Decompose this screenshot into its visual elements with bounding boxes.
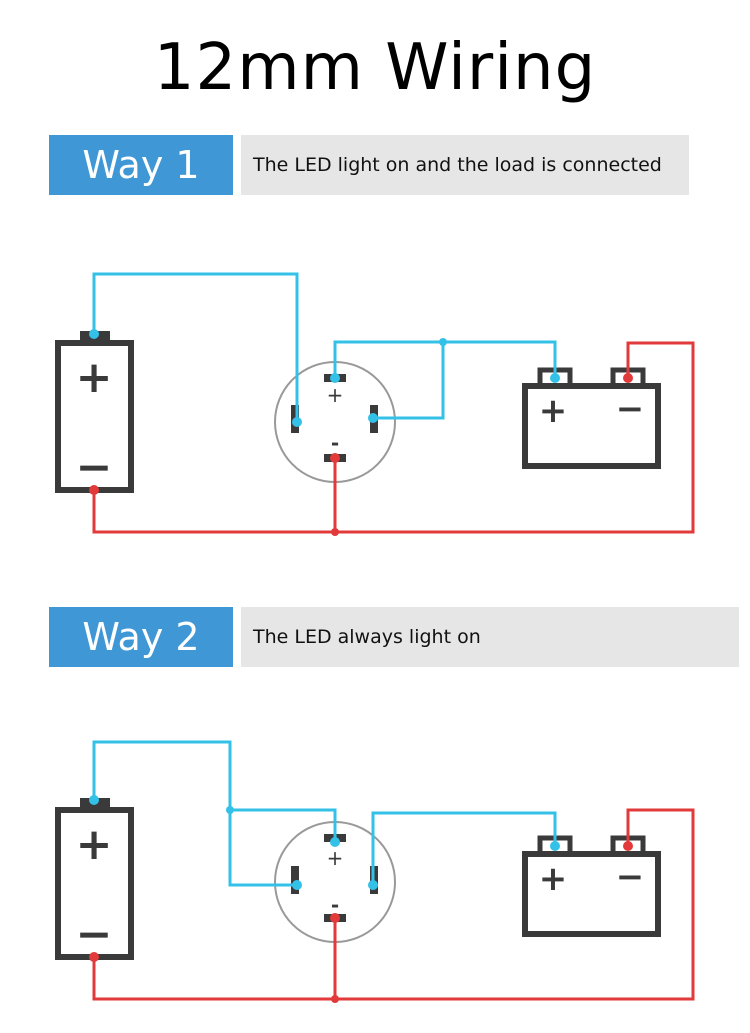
- switch-minus-label: -: [331, 431, 339, 455]
- power-source-plus-label: +: [76, 819, 113, 870]
- signal-wires: [92, 740, 557, 887]
- load-minus-label: −: [616, 857, 645, 897]
- way-1-badge: Way 1: [49, 135, 233, 195]
- switch-plus-label: +: [327, 383, 344, 407]
- way-2-description: The LED always light on: [241, 607, 739, 667]
- way-2-badge: Way 2: [49, 607, 233, 667]
- load-plus-label: +: [539, 859, 568, 899]
- positive-wires: [92, 808, 695, 1001]
- positive-wires: [92, 341, 695, 534]
- power-source-minus-label: −: [76, 442, 113, 493]
- positive-wire-joints: [89, 373, 633, 536]
- switch-plus-label: +: [327, 846, 344, 870]
- way-1-wiring-diagram: + − + - + −: [55, 272, 695, 536]
- positive-wire-joints: [89, 841, 633, 1003]
- load-plus-label: +: [539, 391, 568, 431]
- way-1-description: The LED light on and the load is connect…: [241, 135, 689, 195]
- load-battery-icon: [522, 367, 661, 469]
- signal-wire-joints: [89, 329, 560, 427]
- power-source-plus-label: +: [76, 352, 113, 403]
- switch-minus-label: -: [331, 893, 339, 917]
- way-2-wiring-diagram: + − + - + −: [55, 740, 695, 1003]
- signal-wire-joints: [89, 795, 560, 890]
- signal-wires: [92, 272, 557, 422]
- page-title: 12mm Wiring: [153, 31, 597, 105]
- power-source-minus-label: −: [76, 909, 113, 960]
- load-minus-label: −: [616, 389, 645, 429]
